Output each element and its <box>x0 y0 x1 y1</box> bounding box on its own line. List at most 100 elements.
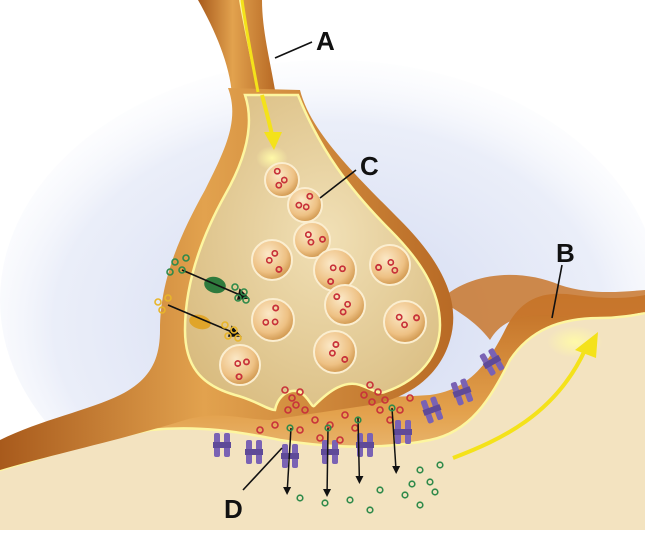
reuptake-molecule <box>182 254 190 262</box>
neurotransmitter-dot <box>344 301 351 308</box>
yellow-molecule <box>158 306 166 314</box>
vesicle <box>287 187 323 223</box>
yellow-molecule <box>224 332 232 340</box>
neurotransmitter-dot <box>316 434 324 442</box>
label-b: B <box>556 238 575 268</box>
reuptake-molecule <box>231 283 239 291</box>
reuptake-molecule <box>296 494 304 502</box>
neurotransmitter-dot <box>274 167 281 175</box>
receptor-arrow <box>391 407 401 474</box>
reuptake-molecule <box>324 424 332 432</box>
reuptake-molecule <box>166 268 174 276</box>
yellow-molecule <box>221 321 229 329</box>
neurotransmitter-dot <box>262 318 270 326</box>
vesicle <box>324 284 366 326</box>
neurotransmitter-dot <box>256 426 264 434</box>
reuptake-molecule <box>346 496 354 504</box>
label-leaders <box>242 41 563 491</box>
postsynaptic-ridge <box>440 274 645 340</box>
neurotransmitter-dot <box>329 264 337 272</box>
yellow-molecule <box>164 294 172 302</box>
reuptake-molecule <box>416 466 424 474</box>
axon <box>198 0 275 95</box>
receptor-arrow <box>283 427 292 495</box>
neurotransmitter-dot <box>271 421 279 429</box>
neurotransmitter-dot <box>327 278 334 285</box>
reuptake-molecule <box>388 404 396 412</box>
reuptake-molecule <box>178 266 186 274</box>
vesicle <box>293 221 331 259</box>
receptor-arrow <box>355 417 364 484</box>
receptor <box>450 378 474 406</box>
reuptake-molecule <box>376 486 384 494</box>
reuptake-molecule <box>408 480 416 488</box>
neurotransmitter-dot <box>341 411 349 419</box>
receptor <box>245 440 263 464</box>
neurotransmitter-dot <box>266 256 273 264</box>
yellow-molecule <box>234 334 242 342</box>
neurotransmitter-dot <box>375 263 382 271</box>
neurotransmitter-dot <box>319 236 326 243</box>
yellow-signal-arrow-postsynaptic <box>452 332 598 460</box>
vesicle <box>369 244 411 286</box>
neurotransmitter-dot <box>341 356 348 363</box>
receptor <box>321 440 339 464</box>
presynaptic-membrane-line <box>183 93 442 412</box>
reuptake-molecule <box>416 501 424 509</box>
neurotransmitter-in-cleft <box>256 381 414 444</box>
postsynaptic-cytoplasm <box>0 313 645 530</box>
reuptake-molecule <box>366 506 374 514</box>
vesicle <box>383 300 427 344</box>
neurotransmitter-dot <box>296 388 304 396</box>
receptor-arrow <box>323 427 332 497</box>
transporter-yellow <box>189 314 211 330</box>
vesicle <box>264 162 300 198</box>
neurotransmitter-dot <box>296 426 304 434</box>
receptor-signal-arrows <box>283 407 401 497</box>
neurotransmitter-dot <box>275 266 283 273</box>
neurotransmitter-dot <box>275 181 283 189</box>
neurotransmitter-dot <box>329 349 336 357</box>
vesicle <box>251 239 293 281</box>
reuptake-molecules-postsynaptic <box>286 404 444 514</box>
neurotransmitter-dot <box>336 436 344 444</box>
neurotransmitter-dot <box>292 401 300 409</box>
receptor <box>420 396 444 424</box>
label-a: A <box>316 26 335 56</box>
neurotransmitter-dot <box>306 193 314 200</box>
neurotransmitter-dot <box>368 398 376 406</box>
neurotransmitter-dot <box>305 231 312 238</box>
reuptake-molecule <box>234 294 242 302</box>
neurotransmitter-dot <box>374 388 382 396</box>
reuptake-molecule <box>431 488 439 496</box>
vesicle <box>219 344 261 386</box>
yellow-signal-arrow <box>260 94 282 150</box>
neurotransmitter-dot <box>381 396 389 404</box>
vesicle <box>313 330 357 374</box>
reuptake-molecules-outside <box>166 254 250 304</box>
yellow-signal-line-axon <box>240 0 260 93</box>
neurotransmitter-dot <box>413 314 420 322</box>
neurotransmitter-dot <box>376 406 384 414</box>
vesicle <box>251 298 295 342</box>
neurotransmitter-dot <box>280 176 288 184</box>
yellow-molecule <box>230 326 238 334</box>
neurotransmitter-dot <box>366 381 374 389</box>
receptor <box>213 433 231 457</box>
yellow-molecule <box>154 298 162 306</box>
reuptake-molecule <box>240 288 248 296</box>
neurotransmitter-dot <box>284 406 292 414</box>
neurotransmitter-dot <box>271 318 279 326</box>
neurotransmitter-dot <box>302 203 310 211</box>
neurotransmitter-dot <box>333 293 341 300</box>
neurotransmitter-dot <box>311 416 319 424</box>
neurotransmitter-dot <box>235 373 243 380</box>
reuptake-molecule <box>242 296 250 304</box>
postsynaptic-receptors <box>213 348 505 468</box>
label-d: D <box>224 494 243 524</box>
synaptic-vesicles <box>219 162 427 386</box>
neurotransmitter-dot <box>339 308 347 316</box>
neurotransmitter-dot <box>387 259 395 266</box>
neurotransmitter-dot <box>271 250 279 257</box>
